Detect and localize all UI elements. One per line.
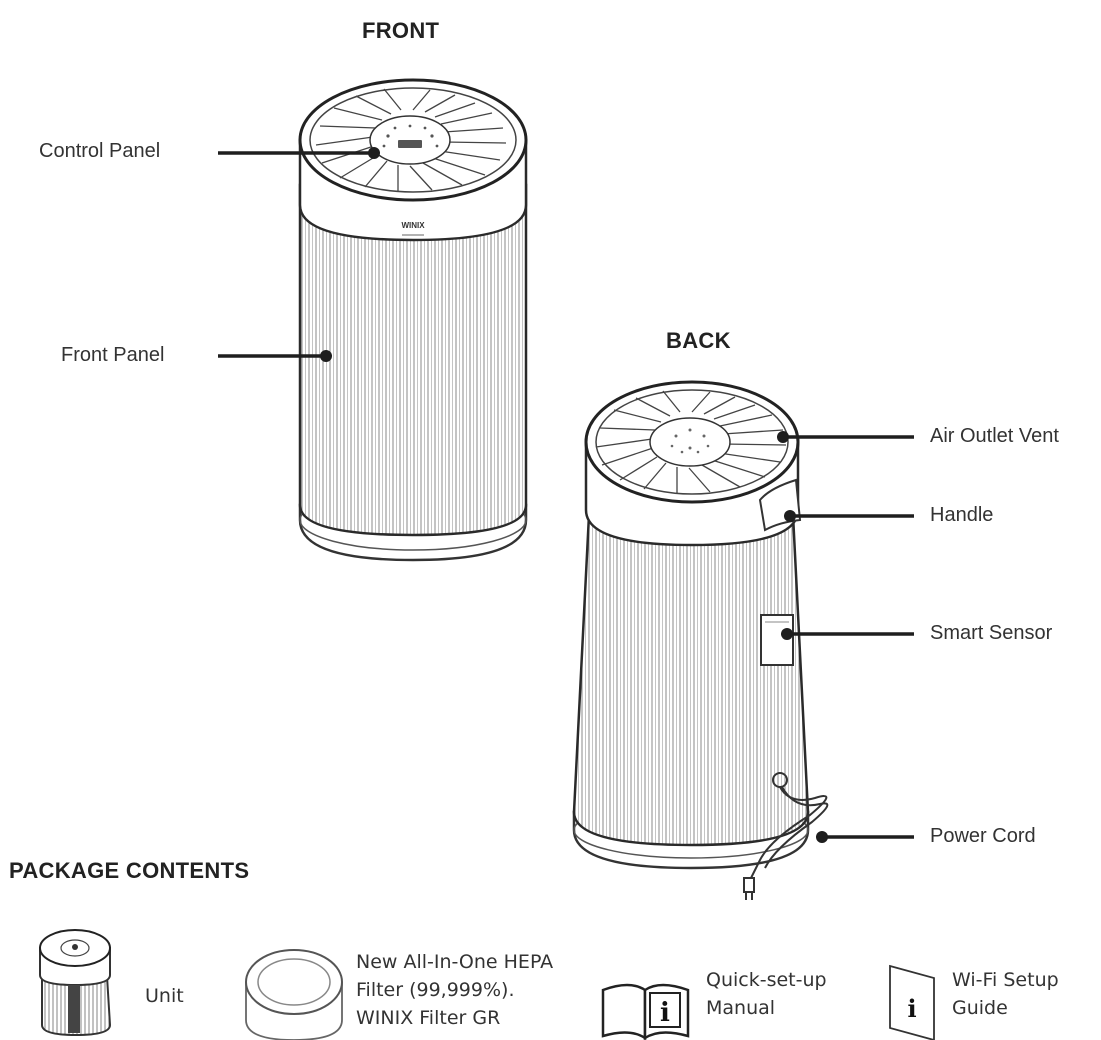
unit-label: Unit xyxy=(145,985,184,1007)
control-panel-label: Control Panel xyxy=(39,140,161,162)
front-logo: WINIX xyxy=(401,221,425,236)
front-heading: FRONT xyxy=(362,18,440,43)
manual-line-2: Manual xyxy=(706,997,776,1019)
package-item-wifi-guide: Wi-Fi Setup Guide xyxy=(952,966,1059,1022)
wifi-line-1: Wi-Fi Setup xyxy=(952,969,1059,991)
manual-book-icon: i xyxy=(601,983,690,1040)
manual-line-1: Quick-set-up xyxy=(706,969,827,991)
front-logo-text: WINIX xyxy=(401,221,425,230)
unit-icon xyxy=(39,929,112,1037)
filter-line-3: WINIX Filter GR xyxy=(356,1007,501,1029)
power-cord-label: Power Cord xyxy=(930,825,1036,847)
wifi-line-2: Guide xyxy=(952,997,1008,1019)
front-panel-label: Front Panel xyxy=(61,344,165,366)
filter-line-2: Filter (99,999%). xyxy=(356,979,515,1001)
leader-lines xyxy=(218,151,914,839)
wifi-glyph: i xyxy=(907,994,916,1023)
back-heading: BACK xyxy=(666,328,731,353)
manual-glyph: i xyxy=(660,998,670,1028)
back-unit xyxy=(572,380,829,900)
handle-label: Handle xyxy=(930,504,994,526)
filter-line-1: New All-In-One HEPA xyxy=(356,951,554,973)
smart-sensor-label: Smart Sensor xyxy=(930,622,1053,644)
front-unit: WINIX xyxy=(298,78,528,562)
wifi-guide-icon: i xyxy=(889,964,935,1040)
package-contents-heading: PACKAGE CONTENTS xyxy=(9,858,250,883)
filter-icon xyxy=(245,949,343,1040)
package-item-unit: Unit xyxy=(145,982,184,1010)
package-item-filter: New All-In-One HEPA Filter (99,999%). WI… xyxy=(356,948,553,1032)
air-outlet-vent-label: Air Outlet Vent xyxy=(930,425,1059,447)
package-item-manual: Quick-set-up Manual xyxy=(706,966,827,1022)
